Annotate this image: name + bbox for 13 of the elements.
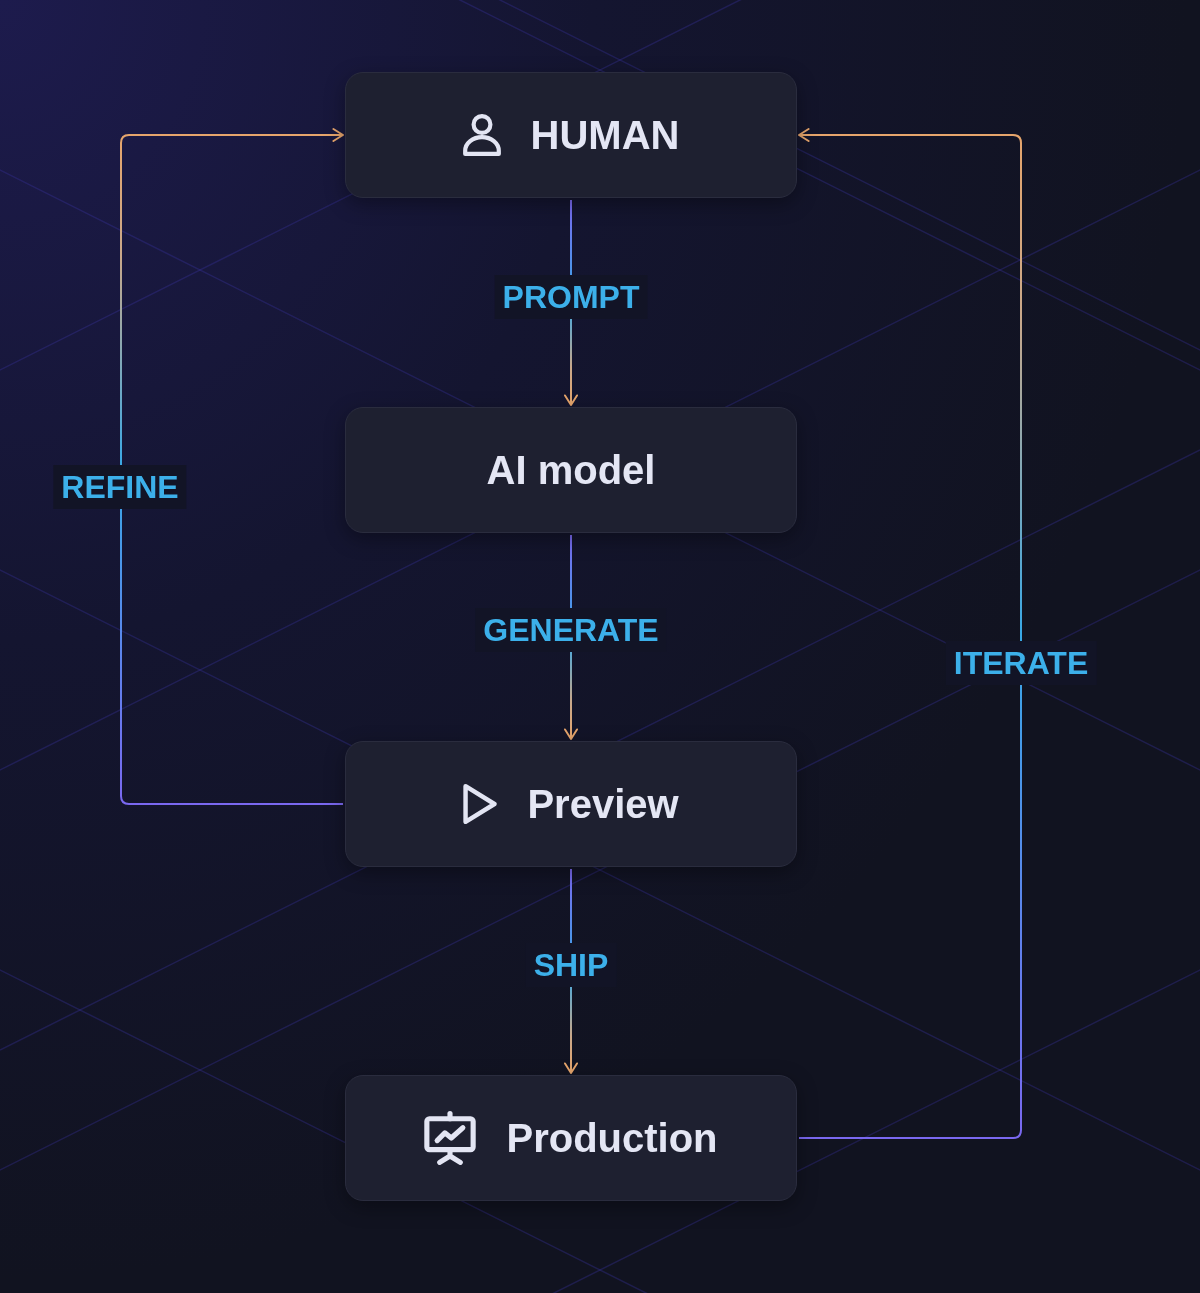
process-box xyxy=(345,72,797,198)
process-box xyxy=(345,1075,797,1201)
process-box xyxy=(345,741,797,867)
node-label: Preview xyxy=(527,784,679,824)
process-box xyxy=(345,407,797,533)
edge-label: PROMPT xyxy=(494,275,648,319)
edge-label: ITERATE xyxy=(945,641,1097,685)
arrow xyxy=(120,128,344,805)
node-label: HUMAN xyxy=(530,115,680,155)
node-label: AI model xyxy=(486,450,656,490)
arrow xyxy=(798,128,1022,1139)
node-label: Production xyxy=(506,1118,718,1158)
edge-label: REFINE xyxy=(53,465,187,509)
